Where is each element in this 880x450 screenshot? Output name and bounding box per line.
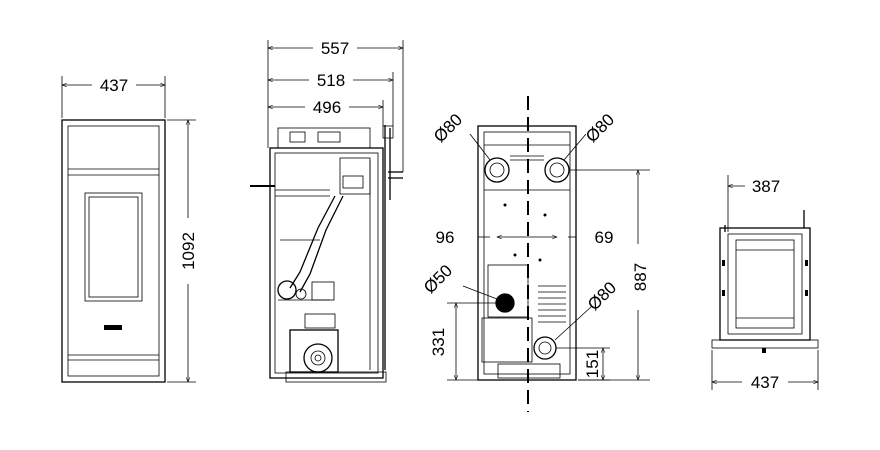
rear-flue-left-diameter: Ø80 [430,110,466,146]
rear-vent-grille [538,285,566,323]
rear-air-inlet-height-dimension: 331 [429,328,448,356]
rear-right-offset-dimension: 69 [595,228,614,247]
rear-flue-right-diameter: Ø80 [582,110,618,146]
rear-flue-right [544,157,570,183]
rear-flue-left [484,157,510,183]
top-body-outline [719,227,811,341]
rear-air-inlet-diameter: Ø50 [420,261,456,297]
side-inner-depth-dimension: 496 [313,98,341,117]
side-body-outline [269,147,384,379]
front-width-dimension: 437 [100,76,128,95]
front-inner-frame [67,125,160,377]
top-outer-width-dimension: 437 [751,373,779,392]
side-total-depth-dimension: 557 [321,39,349,58]
side-mid-depth-dimension: 518 [317,71,345,90]
front-view: 437 1092 [61,76,198,383]
rear-left-offset-dimension: 96 [436,228,455,247]
front-glass-window [84,192,143,302]
rear-view: 96 69 Ø80 Ø80 Ø50 Ø80 [420,96,650,412]
rear-total-height-dimension: 887 [631,263,650,291]
rear-outlet-low-height-dimension: 151 [583,350,602,378]
front-height-dimension: 1092 [179,232,198,270]
side-auger-motor [295,288,307,300]
top-view: 387 437 [711,175,819,392]
side-extraction-fan [303,343,333,373]
front-logo-badge [104,325,122,330]
top-inner-width-dimension: 387 [752,177,780,196]
rear-outlet-low [533,336,557,360]
front-outer-frame [61,119,166,383]
side-view: 557 518 496 [250,39,404,383]
rear-air-inlet [495,293,515,313]
